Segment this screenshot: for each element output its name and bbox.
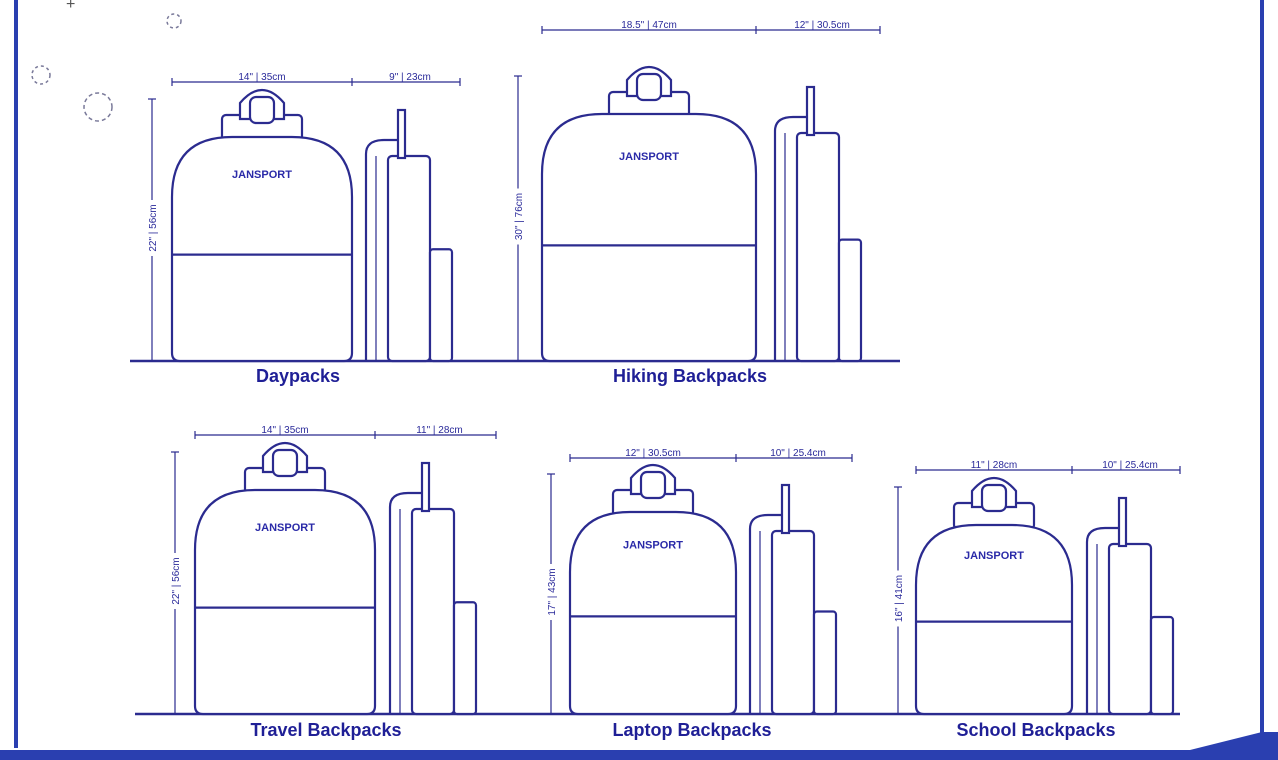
brand-logo: JANSPORT bbox=[964, 550, 1024, 562]
backpack-front-body bbox=[914, 523, 1074, 716]
backpack-front-body bbox=[540, 112, 758, 363]
brand-logo: JANSPORT bbox=[623, 540, 683, 552]
frame-bottom-band bbox=[0, 750, 1278, 760]
backpack-travel: JANSPORT 14" | 35cm 11" | 28cm 22" | 56cmTr… bbox=[168, 425, 497, 740]
depth-label: 10" | 25.4cm bbox=[1102, 460, 1158, 471]
height-label: 22" | 56cm bbox=[148, 204, 159, 251]
backpack-handle-loop bbox=[635, 72, 663, 102]
decor-plus-icon: + bbox=[66, 0, 75, 13]
backpack-school: JANSPORT 11" | 28cm 10" | 25.4cm 16" | 41cm… bbox=[891, 460, 1181, 740]
backpack-side-body bbox=[1107, 542, 1153, 716]
backpack-caption: School Backpacks bbox=[956, 720, 1115, 740]
backpack-caption: Hiking Backpacks bbox=[613, 366, 767, 386]
backpack-laptop: JANSPORT 12" | 30.5cm 10" | 25.4cm 17" | 43… bbox=[544, 448, 853, 740]
backpack-side-handle bbox=[1117, 496, 1128, 548]
frame-corner-swoosh bbox=[1150, 732, 1278, 760]
backpack-side-body bbox=[770, 529, 816, 716]
height-label-bg bbox=[511, 188, 525, 245]
backpack-side-pocket bbox=[837, 238, 863, 363]
backpack-side-handle bbox=[805, 85, 816, 137]
backpack-caption: Travel Backpacks bbox=[250, 720, 401, 740]
backpack-side-body bbox=[386, 154, 432, 363]
decor-dashed-circle-icon bbox=[83, 92, 113, 122]
backpack-handle-loop bbox=[639, 470, 667, 500]
decor-dashed-circle-icon bbox=[31, 65, 51, 85]
height-label: 17" | 43cm bbox=[547, 568, 558, 615]
backpack-front-body bbox=[568, 510, 738, 716]
backpack-caption: Laptop Backpacks bbox=[612, 720, 771, 740]
backpack-side-pocket bbox=[452, 601, 478, 716]
backpack-side-pocket bbox=[812, 610, 838, 716]
brand-logo: JANSPORT bbox=[255, 522, 315, 534]
depth-label: 11" | 28cm bbox=[416, 425, 463, 436]
width-label: 12" | 30.5cm bbox=[625, 448, 681, 459]
decor-dashed-circle-icon bbox=[166, 13, 182, 29]
backpack-front-body bbox=[193, 488, 377, 716]
width-label: 14" | 35cm bbox=[238, 72, 285, 83]
backpack-side-pocket bbox=[1149, 615, 1175, 716]
height-label-bg bbox=[145, 200, 159, 256]
backpack-side-handle bbox=[420, 461, 431, 513]
height-label: 30" | 76cm bbox=[514, 193, 525, 240]
backpack-handle-loop bbox=[248, 95, 276, 125]
width-label: 11" | 28cm bbox=[971, 460, 1018, 471]
backpack-front-body bbox=[170, 135, 354, 363]
backpack-side-body bbox=[410, 507, 456, 716]
height-label: 16" | 41cm bbox=[894, 575, 905, 622]
backpack-caption: Daypacks bbox=[256, 366, 340, 386]
depth-label: 12" | 30.5cm bbox=[794, 20, 850, 31]
width-label: 14" | 35cm bbox=[261, 425, 308, 436]
backpack-handle-loop bbox=[980, 483, 1008, 513]
backpack-side-handle bbox=[780, 483, 791, 535]
depth-label: 9" | 23cm bbox=[389, 72, 431, 83]
depth-label: 10" | 25.4cm bbox=[770, 448, 826, 459]
backpack-side-pocket bbox=[428, 248, 454, 363]
width-label: 18.5" | 47cm bbox=[621, 20, 677, 31]
backpack-hiking: JANSPORT 18.5" | 47cm 12" | 30.5cm 30" | 76… bbox=[511, 20, 881, 386]
backpack-handle-loop bbox=[271, 448, 299, 478]
height-label-bg bbox=[168, 553, 182, 609]
height-label-bg bbox=[891, 570, 905, 627]
backpack-side-body bbox=[795, 131, 841, 363]
backpack-side-handle bbox=[396, 108, 407, 160]
height-label: 22" | 56cm bbox=[171, 557, 182, 604]
height-label-bg bbox=[544, 564, 558, 620]
brand-logo: JANSPORT bbox=[619, 151, 679, 163]
brand-logo: JANSPORT bbox=[232, 169, 292, 181]
backpack-daypacks: JANSPORT 14" | 35cm 9" | 23cm 22" | 56cmDay… bbox=[145, 72, 461, 386]
